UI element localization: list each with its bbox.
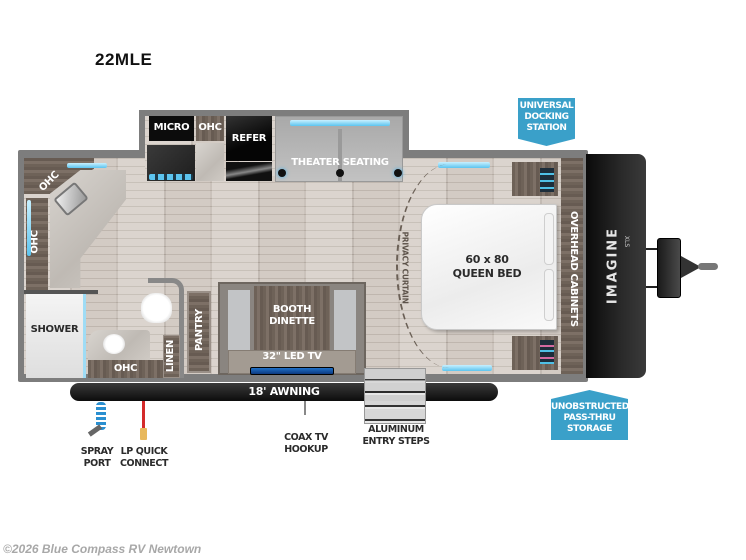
theater-seating: THEATER SEATING bbox=[275, 116, 403, 182]
microwave: MICRO bbox=[149, 116, 194, 141]
cupholder-icon bbox=[336, 169, 344, 177]
stove bbox=[147, 145, 195, 181]
universal-docking-badge: UNIVERSAL DOCKING STATION bbox=[518, 98, 575, 146]
privacy-curtain bbox=[396, 164, 486, 368]
bath-wall bbox=[24, 290, 98, 294]
shower: SHOWER bbox=[26, 294, 86, 378]
ohc-left bbox=[26, 198, 48, 290]
overhead-cabinets-label: OVERHEAD CABINETS bbox=[568, 211, 579, 327]
refrigerator: REFER bbox=[226, 116, 272, 161]
model-title: 22MLE bbox=[95, 50, 153, 69]
tv-label: 32" LED TV bbox=[262, 351, 322, 362]
bedroom-led-bottom bbox=[442, 365, 492, 371]
lp-line bbox=[142, 401, 145, 429]
entry-steps-lower bbox=[364, 380, 426, 424]
ohc-kitchen: OHC bbox=[196, 116, 224, 141]
hitch-coupler bbox=[681, 256, 701, 278]
corner-led bbox=[67, 163, 107, 168]
seating-led bbox=[290, 120, 390, 126]
spray-port-label: SPRAY PORT bbox=[80, 446, 114, 469]
coax-label: COAX TV HOOKUP bbox=[284, 432, 328, 455]
footer-watermark: ©2026 Blue Compass RV Newtown bbox=[3, 542, 202, 556]
coax-line bbox=[304, 401, 306, 415]
seat-divider bbox=[338, 129, 342, 181]
hitch-arm bbox=[646, 248, 660, 288]
pantry bbox=[187, 291, 211, 373]
ohc-left-led bbox=[27, 200, 31, 256]
ohc-left-label: OHC bbox=[29, 230, 41, 254]
refrigerator-lower bbox=[226, 162, 272, 181]
cupholder-icon bbox=[278, 169, 286, 177]
linen bbox=[163, 335, 180, 378]
queen-bed: 60 x 80 QUEEN BED bbox=[421, 204, 557, 330]
cupholder-icon bbox=[394, 169, 402, 177]
toilet bbox=[141, 293, 172, 323]
lp-quick-connect-label: LP QUICK CONNECT bbox=[119, 446, 169, 469]
pillow bbox=[544, 269, 554, 321]
spray-nozzle bbox=[87, 424, 103, 437]
booth-dinette: BOOTH DINETTE 32" LED TV bbox=[218, 282, 366, 375]
bath-sink bbox=[103, 334, 125, 354]
dinette-seat-right bbox=[334, 290, 356, 358]
pillow bbox=[544, 213, 554, 265]
brand-sub: XLS bbox=[623, 235, 631, 248]
micro-label: MICRO bbox=[153, 122, 190, 133]
privacy-curtain-label: PRIVACY CURTAIN bbox=[400, 231, 410, 304]
awning: 18' AWNING bbox=[70, 383, 498, 401]
spray-port-hose bbox=[96, 402, 106, 430]
entry-steps-label: ALUMINUM ENTRY STEPS bbox=[362, 424, 430, 447]
front-cap bbox=[586, 154, 646, 378]
hitch-jack bbox=[657, 238, 681, 298]
overhead-cabinets bbox=[561, 158, 583, 374]
brand-logo: IMAGINE bbox=[605, 226, 621, 305]
hitch-ball bbox=[698, 263, 718, 270]
kitchen-counter bbox=[196, 143, 224, 181]
dinette-seat-left bbox=[228, 290, 250, 358]
lp-fitting bbox=[140, 428, 147, 440]
dinette-table bbox=[254, 286, 330, 350]
stove-knobs bbox=[149, 174, 193, 180]
bathroom-wall-curve bbox=[148, 278, 184, 378]
nightstand-shelf bbox=[540, 340, 554, 364]
tv-screen bbox=[250, 367, 334, 375]
nightstand-shelf bbox=[540, 168, 554, 192]
ohc-bath: OHC bbox=[88, 360, 163, 378]
pass-thru-storage-badge: UNOBSTRUCTED PASS-THRU STORAGE bbox=[551, 390, 628, 440]
